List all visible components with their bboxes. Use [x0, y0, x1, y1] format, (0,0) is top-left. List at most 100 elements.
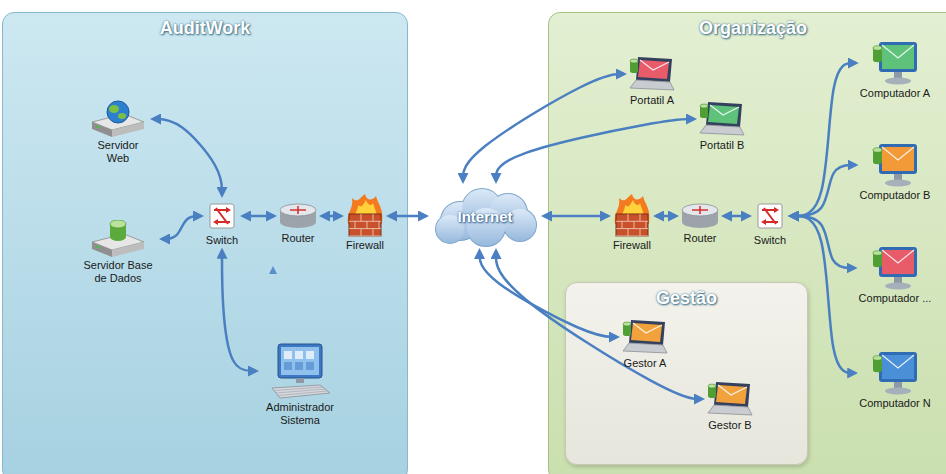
firewall-part — [628, 229, 629, 236]
desktop-part — [885, 388, 911, 395]
switch-part — [758, 204, 782, 228]
device-label: Switch — [206, 234, 238, 247]
cloud-label: Internet — [457, 208, 512, 225]
network-link — [791, 63, 856, 216]
server-part — [97, 246, 100, 249]
router-icon — [278, 201, 318, 231]
router: Router — [278, 201, 318, 245]
admin-part — [306, 362, 314, 370]
laptop-part — [718, 385, 747, 395]
desktop-part — [894, 277, 902, 283]
device-label: Computador N — [859, 397, 931, 410]
zone-title: Gestão — [566, 283, 807, 309]
admin-part — [306, 351, 314, 359]
device-label: Router — [281, 232, 314, 245]
admin-part — [296, 378, 304, 383]
firewall-part — [361, 214, 362, 221]
desktop-icon — [871, 40, 919, 86]
laptop-part — [700, 125, 744, 135]
server-part — [118, 113, 126, 119]
internet-cloud: Internet — [430, 185, 540, 247]
laptop-part — [706, 102, 742, 127]
desktop-part — [882, 147, 914, 171]
desktop-part — [885, 180, 911, 187]
firewall: Firewall — [612, 194, 652, 252]
laptop-part — [700, 114, 708, 118]
server-part — [109, 105, 119, 113]
laptop-icon — [698, 100, 746, 138]
laptop-part — [631, 323, 662, 342]
server-part — [107, 101, 129, 123]
firewall-part — [361, 229, 362, 236]
admin-part — [295, 362, 303, 370]
switch-part — [214, 208, 230, 224]
laptop-part — [716, 385, 747, 404]
laptop-part — [708, 384, 716, 388]
laptop: Gestor A — [621, 318, 669, 370]
switch-icon — [205, 199, 239, 233]
desktop-part — [873, 58, 882, 63]
firewall-part — [616, 214, 648, 236]
desktop-computer: Computador B — [860, 142, 931, 202]
firewall-part — [349, 221, 381, 222]
device-label: Portatil B — [700, 139, 745, 152]
admin-part — [278, 344, 322, 378]
desktop-part — [873, 46, 882, 51]
desktop-part — [882, 45, 914, 69]
device-label: Servidor Base de Dados — [78, 259, 158, 284]
laptop: Gestor B — [706, 380, 754, 432]
laptop-icon — [706, 380, 754, 418]
laptop-icon — [621, 318, 669, 356]
laptop-part — [708, 394, 716, 398]
server-icon — [90, 100, 146, 138]
firewall-part — [349, 235, 381, 236]
network-link — [791, 216, 855, 268]
firewall: Firewall — [345, 194, 385, 252]
switch-part — [210, 204, 234, 228]
device-label: Firewall — [613, 239, 651, 252]
zone-title: AuditWork — [3, 13, 407, 39]
desktop-part — [882, 250, 914, 274]
firewall-icon — [612, 194, 652, 238]
device-label: Switch — [754, 234, 786, 247]
desktop-part — [894, 174, 902, 180]
desktop-part — [879, 352, 917, 382]
desktop-part — [873, 148, 882, 153]
firewall-part — [616, 221, 648, 222]
desktop-part — [882, 250, 914, 263]
router: Router — [680, 201, 720, 245]
desktop-part — [882, 355, 914, 379]
zone-panel: AuditWorkServidor WebSwitchServidor Base… — [2, 12, 408, 474]
device-label: Computador ... — [859, 292, 932, 305]
desktop-part — [873, 368, 882, 373]
laptop-part — [630, 69, 638, 73]
zone-panel: OrganizaçãoPortatil A Portatil B Firewall R… — [548, 12, 946, 474]
router-part — [692, 206, 708, 214]
server-part — [110, 220, 126, 228]
desktop-part — [873, 251, 882, 256]
network-link — [791, 165, 856, 216]
firewall-part — [628, 214, 629, 221]
network-link — [153, 119, 222, 195]
desktop-part — [885, 78, 911, 85]
network-link — [162, 216, 201, 239]
network-link — [496, 119, 694, 181]
firewall-icon — [345, 194, 385, 238]
network-link — [243, 215, 274, 218]
device-label: Computador B — [860, 189, 931, 202]
firewall-part — [355, 221, 356, 228]
device-label: Portatil A — [630, 94, 674, 107]
laptop-part — [640, 60, 669, 70]
admin-part — [272, 385, 330, 398]
network-link — [544, 215, 608, 218]
cloud-part — [436, 189, 536, 246]
admin-workstation: Administrador Sistema — [260, 342, 340, 426]
laptop: Portatil A — [628, 55, 676, 107]
zone-title: Organização — [549, 13, 946, 39]
desktop-icon — [871, 350, 919, 396]
network-link — [463, 74, 624, 181]
desktop-part — [894, 72, 902, 78]
desktop-part — [873, 160, 882, 165]
server-part — [92, 122, 112, 137]
